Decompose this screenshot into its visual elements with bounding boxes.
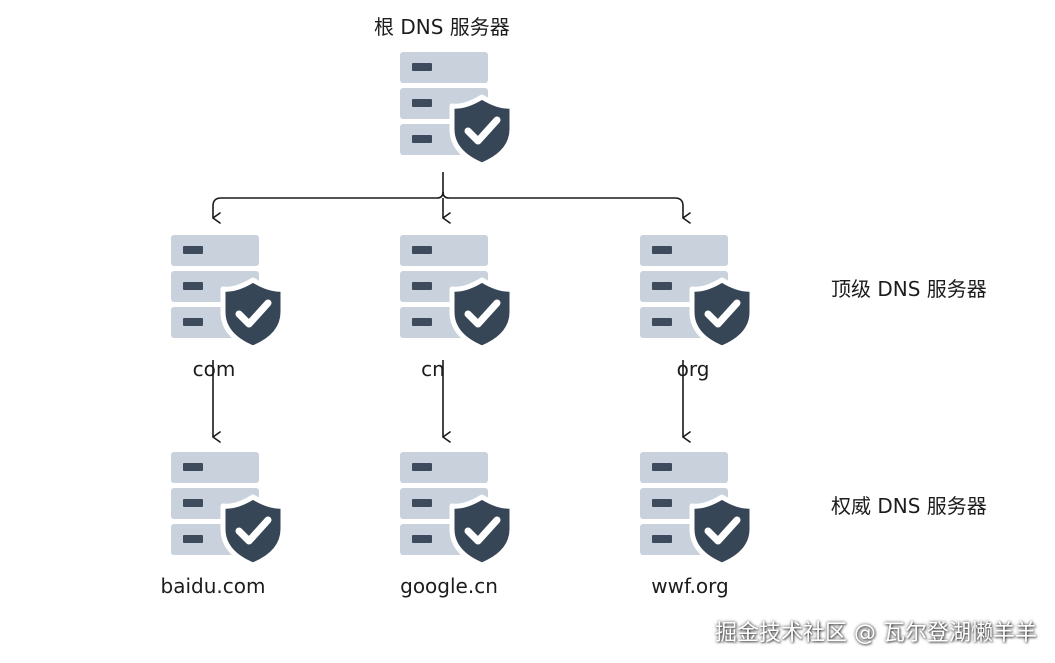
- auth-label-wwf: wwf.org: [651, 574, 729, 598]
- arrow-root-to-com: [212, 191, 444, 224]
- tld-to-auth-connectors: [212, 360, 691, 443]
- tld-server-com-icon: [171, 235, 283, 348]
- tld-level-label: 顶级 DNS 服务器: [831, 277, 987, 301]
- root-server-icon: [400, 52, 512, 165]
- root-to-tld-connectors: [212, 172, 691, 224]
- tld-server-org-icon: [640, 235, 752, 348]
- arrow-root-to-org: [442, 191, 691, 224]
- tld-label-org: org: [676, 357, 710, 381]
- tld-server-cn-icon: [400, 235, 512, 348]
- authoritative-level-label: 权威 DNS 服务器: [831, 494, 987, 518]
- auth-server-baidu-icon: [171, 452, 283, 565]
- auth-label-google: google.cn: [400, 574, 498, 598]
- tld-label-cn: cn: [421, 357, 445, 381]
- auth-server-wwf-icon: [640, 452, 752, 565]
- auth-server-google-icon: [400, 452, 512, 565]
- watermark: 掘金技术社区 @ 瓦尔登湖懒羊羊: [715, 621, 1037, 646]
- tld-label-com: com: [192, 357, 236, 381]
- root-level-label: 根 DNS 服务器: [374, 15, 510, 39]
- auth-label-baidu: baidu.com: [160, 574, 266, 598]
